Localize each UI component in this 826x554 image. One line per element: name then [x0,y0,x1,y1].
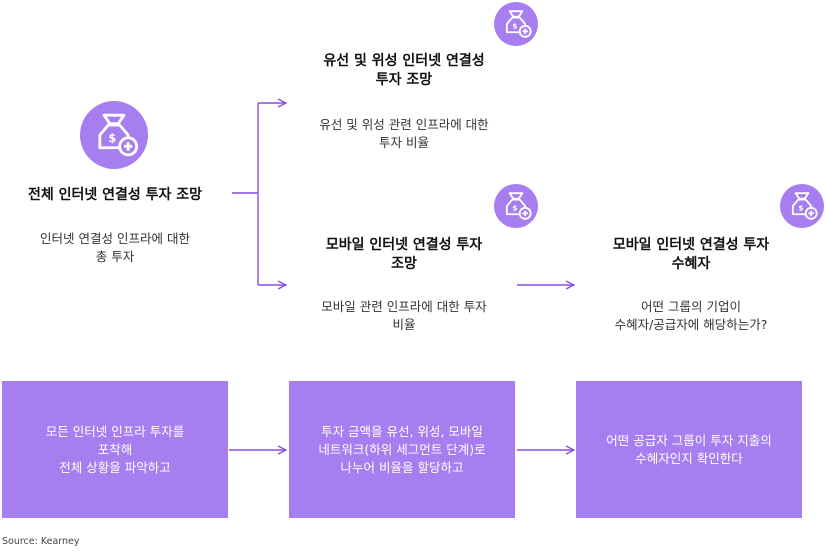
split-connector [232,103,286,285]
svg-text:$: $ [108,131,116,145]
beneficiary-title: 모바일 인터넷 연결성 투자 수혜자 [566,236,816,274]
money-bag-add-icon: $ [494,184,538,228]
step-2-line3: 나누어 비율을 할당하고 [340,459,464,475]
fixed-desc-line2: 투자 비율 [379,135,429,150]
source-note: Source: Kearney [2,536,80,547]
beneficiary-description: 어떤 그룹의 기업이 수혜자/공급자에 해당하는가? [566,298,816,334]
money-bag-add-icon: $ [80,101,148,169]
total-title: 전체 인터넷 연결성 투자 조망 [27,187,203,203]
step-1-line1: 모든 인터넷 인프라 투자를 [45,423,185,439]
svg-text:$: $ [798,204,803,213]
step-3-line2: 수혜자인지 확인한다 [635,450,743,466]
step-2-line1: 투자 금액을 유선, 위성, 모바일 [321,423,483,439]
total-desc-line2: 총 투자 [95,249,135,264]
mobile-title-line2: 조망 [391,256,417,272]
mobile-title: 모바일 인터넷 연결성 투자 조망 [284,236,524,274]
total-desc-line1: 인터넷 연결성 인프라에 대한 [40,231,190,246]
beneficiary-title-line1: 모바일 인터넷 연결성 투자 [612,237,770,253]
step-2-line2: 네트워크(하위 세그먼트 단계)로 [318,441,486,457]
mobile-title-line1: 모바일 인터넷 연결성 투자 [325,237,483,253]
fixed-title-line1: 유선 및 위성 인터넷 연결성 [323,53,485,69]
svg-text:$: $ [512,22,517,31]
money-bag-add-icon: $ [494,2,538,46]
step-1-line3: 전체 상황을 파악하고 [59,459,171,475]
beneficiary-title-line2: 수혜자 [671,256,711,272]
step-1-line2: 포착해 [97,441,133,457]
step-box-3: 어떤 공급자 그룹이 투자 지출의 수혜자인지 확인한다 [576,381,802,518]
fixed-description: 유선 및 위성 관련 인프라에 대한 투자 비율 [284,116,524,152]
fixed-title: 유선 및 위성 인터넷 연결성 투자 조망 [284,52,524,90]
step-box-2: 투자 금액을 유선, 위성, 모바일 네트워크(하위 세그먼트 단계)로 나누어… [289,381,515,518]
total-description: 인터넷 연결성 인프라에 대한 총 투자 [0,230,230,266]
mobile-desc-line1: 모바일 관련 인프라에 대한 투자 [321,299,487,314]
step-3-line1: 어떤 공급자 그룹이 투자 지출의 [606,432,772,448]
mobile-desc-line2: 비율 [392,317,416,332]
fixed-title-line2: 투자 조망 [375,72,433,88]
money-bag-add-icon: $ [780,184,824,228]
beneficiary-desc-line1: 어떤 그룹의 기업이 [641,299,741,314]
fixed-desc-line1: 유선 및 위성 관련 인프라에 대한 [319,117,489,132]
svg-text:$: $ [512,204,517,213]
beneficiary-desc-line2: 수혜자/공급자에 해당하는가? [614,317,768,332]
mobile-description: 모바일 관련 인프라에 대한 투자 비율 [284,298,524,334]
step-box-1: 모든 인터넷 인프라 투자를 포착해 전체 상황을 파악하고 [2,381,228,518]
